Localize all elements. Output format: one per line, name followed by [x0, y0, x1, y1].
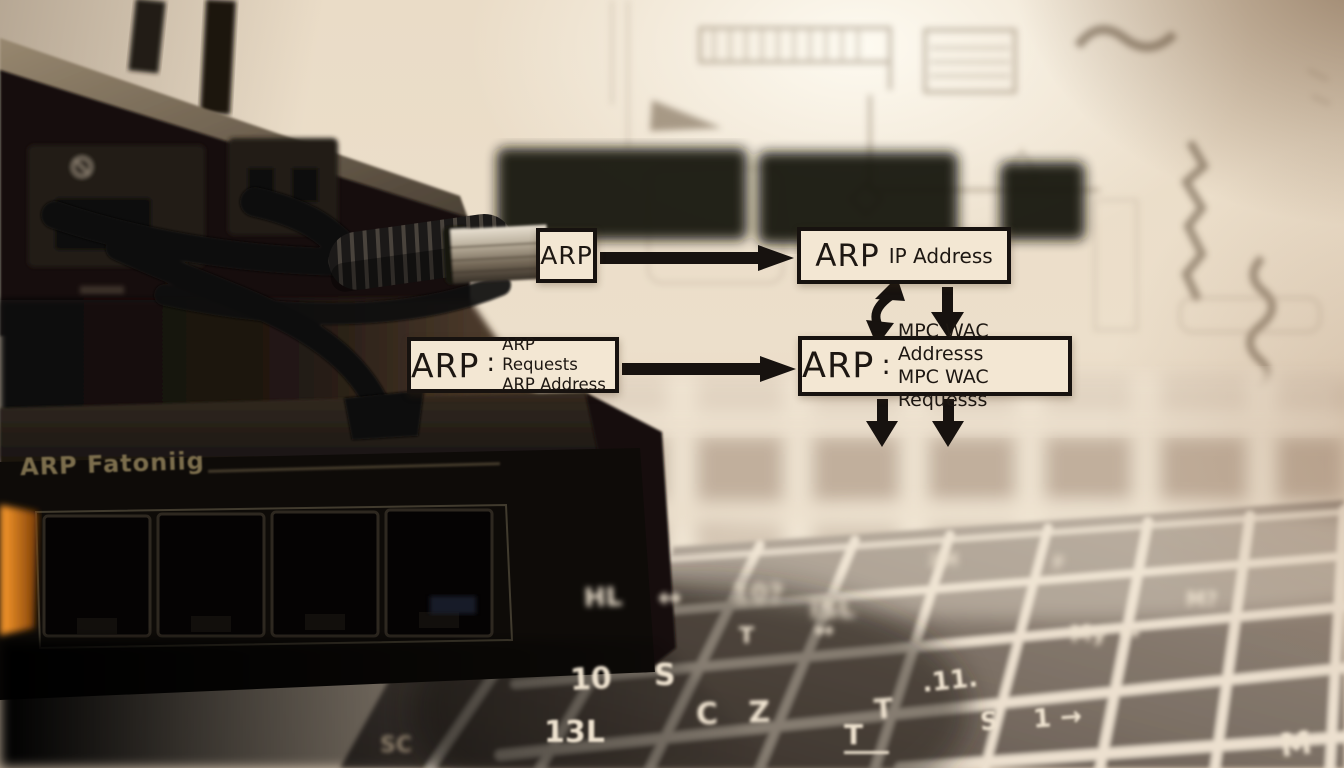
desk-grid-label: 10? — [732, 579, 784, 609]
box-subtitle: IP Address — [888, 243, 993, 268]
desk-grid-label: 2M — [928, 550, 959, 571]
arrow-down-icon — [942, 287, 953, 314]
diagram-box-mpc-wac: ARP : MPC WAC Addresss MPC WAC Requesss — [798, 320, 1072, 411]
box-title: ARP — [815, 237, 880, 274]
box-colon: : — [486, 348, 496, 378]
box-line: ARP Address — [502, 375, 606, 395]
box-title: ARP — [802, 346, 875, 386]
desk-grid-label: 13L — [544, 715, 605, 750]
diagram-box-arp-ip-address: ARP IP Address — [797, 227, 1011, 284]
desk-grid-arrow: ↔ — [1120, 618, 1141, 646]
box-line: MPC WAC Requesss — [897, 366, 989, 412]
arrow-down-icon — [877, 399, 888, 424]
desk-grid-label: M? — [1186, 587, 1218, 611]
desk-grid-label: F — [1053, 553, 1066, 574]
box-colon: : — [881, 347, 891, 381]
arrow-right-icon — [600, 245, 794, 271]
desk-grid-arrow: ↔ — [658, 581, 682, 614]
diagram-box-arp: ARP — [536, 228, 597, 283]
box-title: ARP — [411, 345, 480, 385]
diagram-box-arp-requests: ARP : ARP Requests ARP Address — [407, 334, 619, 395]
box-line: MPC WAC Addresss — [897, 319, 989, 365]
desk-grid-label: SC — [380, 733, 412, 758]
desk-grid-label: S — [654, 658, 676, 693]
desk-grid-arrow: ↔ — [814, 616, 835, 644]
arrow-right-icon — [622, 356, 796, 382]
arrow-down-icon — [943, 399, 954, 424]
box-label: ARP — [540, 241, 593, 270]
box-line: ARP Requests — [502, 334, 578, 374]
desk-grid-label: T — [739, 624, 755, 649]
desk-grid-label: T — [844, 718, 890, 754]
